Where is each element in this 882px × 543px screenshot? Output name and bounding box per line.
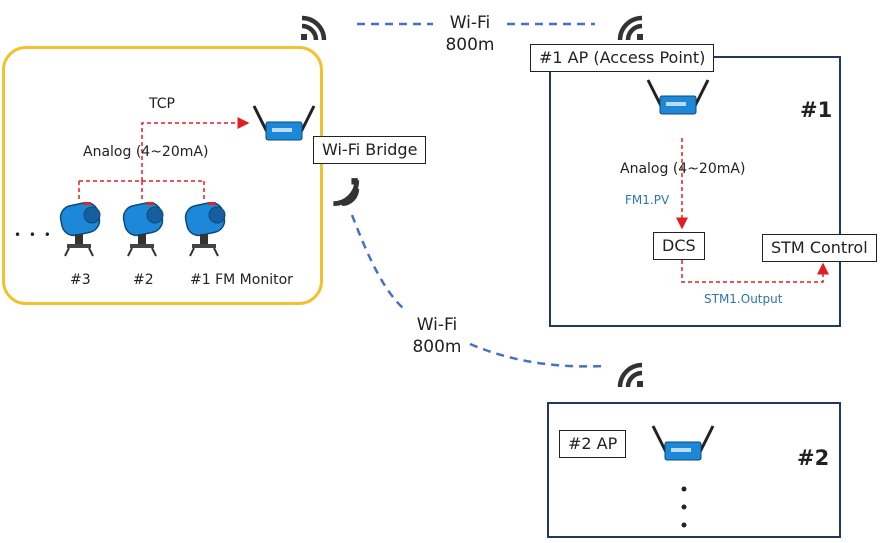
wifi-icon — [617, 15, 643, 41]
bottom-link-label: Wi-Fi 800m — [400, 314, 474, 358]
field-device-group — [2, 46, 323, 305]
monitor-label-2: #2 — [133, 272, 154, 288]
stm-control-label: STM Control — [762, 234, 877, 262]
tcp-label: TCP — [149, 96, 175, 112]
top-link-label: Wi-Fi 800m — [433, 12, 507, 56]
flow-monitor-icon — [59, 201, 101, 257]
router-icon — [646, 79, 710, 115]
wifi-link-bottom-lower — [469, 342, 606, 368]
wifi-icon — [333, 178, 360, 207]
wifi-icon — [617, 362, 643, 388]
bottom-link-label-line1: Wi-Fi — [416, 315, 458, 335]
tcp-link — [141, 117, 250, 181]
site1-signal-label: FM1.PV — [625, 193, 670, 207]
monitor-label-1: #1 FM Monitor — [190, 272, 293, 288]
monitor-label-3: #3 — [70, 272, 91, 288]
wifi-link-bottom-upper — [350, 214, 406, 311]
site1-ap-label: #1 AP (Access Point) — [530, 44, 715, 72]
bottom-link-label-line2: 800m — [412, 337, 462, 357]
site1-analog-label: Analog (4~20mA) — [620, 161, 746, 177]
router-icon — [651, 425, 715, 461]
more-devices-ellipsis: • • • — [14, 228, 53, 242]
stm-output-label: STM1.Output — [704, 292, 783, 306]
wifi-bridge-label: Wi-Fi Bridge — [313, 136, 427, 164]
dcs-label: DCS — [653, 232, 705, 260]
router-icon — [252, 105, 316, 141]
more-items-dots — [681, 486, 687, 528]
site2-ap-label: #2 AP — [559, 430, 627, 458]
wifi-icon — [301, 15, 327, 41]
dcs-to-stm — [681, 260, 829, 283]
top-link-label-line1: Wi-Fi — [449, 13, 491, 33]
flow-monitor-icon — [184, 201, 226, 257]
field-analog-label: Analog (4~20mA) — [83, 144, 209, 160]
site1-number: #1 — [800, 98, 833, 122]
flow-monitor-icon — [122, 201, 164, 257]
site2-number: #2 — [797, 446, 830, 470]
top-link-label-line2: 800m — [445, 35, 495, 55]
site-2-box — [547, 402, 841, 538]
